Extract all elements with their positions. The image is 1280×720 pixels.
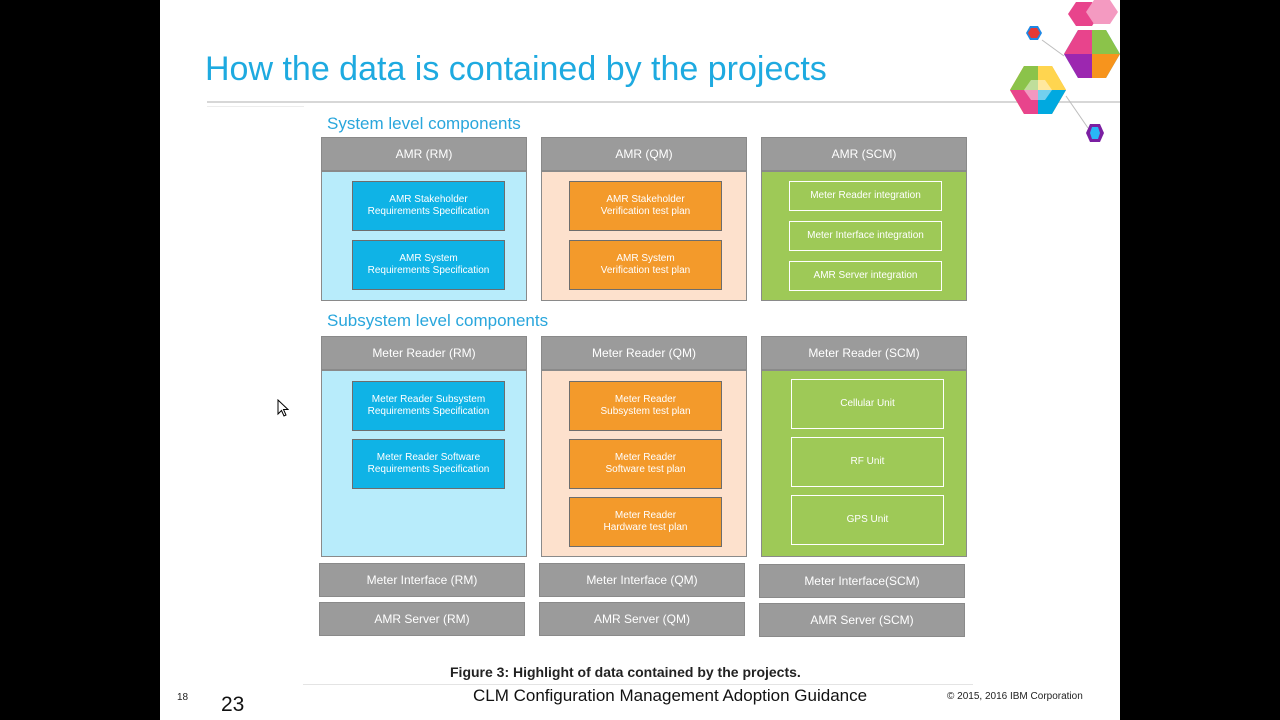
amr-system-verification-plan: AMR System Verification test plan bbox=[569, 240, 722, 290]
subsystem-level-label: Subsystem level components bbox=[327, 311, 549, 330]
meter-reader-rm-panel: Meter Reader Subsystem Requirements Spec… bbox=[321, 370, 527, 557]
meter-reader-rm-header: Meter Reader (RM) bbox=[321, 336, 527, 370]
slide-number-large: 23 bbox=[221, 693, 245, 716]
meter-reader-subsystem-test-plan: Meter Reader Subsystem test plan bbox=[569, 381, 722, 431]
meter-reader-subsystem-req-spec: Meter Reader Subsystem Requirements Spec… bbox=[352, 381, 505, 431]
meter-reader-software-test-plan: Meter Reader Software test plan bbox=[569, 439, 722, 489]
title-divider-secondary bbox=[207, 106, 304, 107]
amr-system-req-spec: AMR System Requirements Specification bbox=[352, 240, 505, 290]
slide-number-small: 18 bbox=[177, 692, 189, 703]
footer-divider bbox=[303, 684, 973, 685]
meter-reader-qm-panel: Meter Reader Subsystem test plan Meter R… bbox=[541, 370, 747, 557]
amr-rm-header: AMR (RM) bbox=[321, 137, 527, 171]
amr-scm-header: AMR (SCM) bbox=[761, 137, 967, 171]
cellular-unit: Cellular Unit bbox=[791, 379, 944, 429]
meter-reader-integration: Meter Reader integration bbox=[789, 181, 942, 211]
title-divider bbox=[207, 101, 1120, 103]
meter-reader-scm-header: Meter Reader (SCM) bbox=[761, 336, 967, 370]
copyright: © 2015, 2016 IBM Corporation bbox=[947, 691, 1083, 702]
system-level-label: System level components bbox=[327, 114, 521, 133]
amr-rm-panel: AMR Stakeholder Requirements Specificati… bbox=[321, 171, 527, 301]
amr-qm-header: AMR (QM) bbox=[541, 137, 747, 171]
meter-interface-integration: Meter Interface integration bbox=[789, 221, 942, 251]
meter-reader-hardware-test-plan: Meter Reader Hardware test plan bbox=[569, 497, 722, 547]
slide-title: How the data is contained by the project… bbox=[205, 50, 827, 88]
meter-interface-scm-bar: Meter Interface(SCM) bbox=[759, 564, 965, 598]
mouse-pointer-icon bbox=[277, 399, 289, 417]
amr-stakeholder-verification-plan: AMR Stakeholder Verification test plan bbox=[569, 181, 722, 231]
ibm-hexagon-logo-icon bbox=[1010, 0, 1120, 142]
amr-server-rm-bar: AMR Server (RM) bbox=[319, 602, 525, 636]
rf-unit: RF Unit bbox=[791, 437, 944, 487]
amr-server-scm-bar: AMR Server (SCM) bbox=[759, 603, 965, 637]
diagram-figure: System level components AMR (RM) AMR Sta… bbox=[303, 108, 973, 664]
meter-reader-software-req-spec: Meter Reader Software Requirements Speci… bbox=[352, 439, 505, 489]
figure-caption: Figure 3: Highlight of data contained by… bbox=[450, 664, 801, 680]
meter-interface-qm-bar: Meter Interface (QM) bbox=[539, 563, 745, 597]
footer-title: CLM Configuration Management Adoption Gu… bbox=[473, 686, 868, 705]
amr-qm-panel: AMR Stakeholder Verification test plan A… bbox=[541, 171, 747, 301]
amr-server-qm-bar: AMR Server (QM) bbox=[539, 602, 745, 636]
meter-reader-scm-panel: Cellular Unit RF Unit GPS Unit bbox=[761, 370, 967, 557]
amr-scm-panel: Meter Reader integration Meter Interface… bbox=[761, 171, 967, 301]
meter-reader-qm-header: Meter Reader (QM) bbox=[541, 336, 747, 370]
gps-unit: GPS Unit bbox=[791, 495, 944, 545]
amr-server-integration: AMR Server integration bbox=[789, 261, 942, 291]
amr-stakeholder-req-spec: AMR Stakeholder Requirements Specificati… bbox=[352, 181, 505, 231]
meter-interface-rm-bar: Meter Interface (RM) bbox=[319, 563, 525, 597]
slide: How the data is contained by the project… bbox=[160, 0, 1120, 720]
